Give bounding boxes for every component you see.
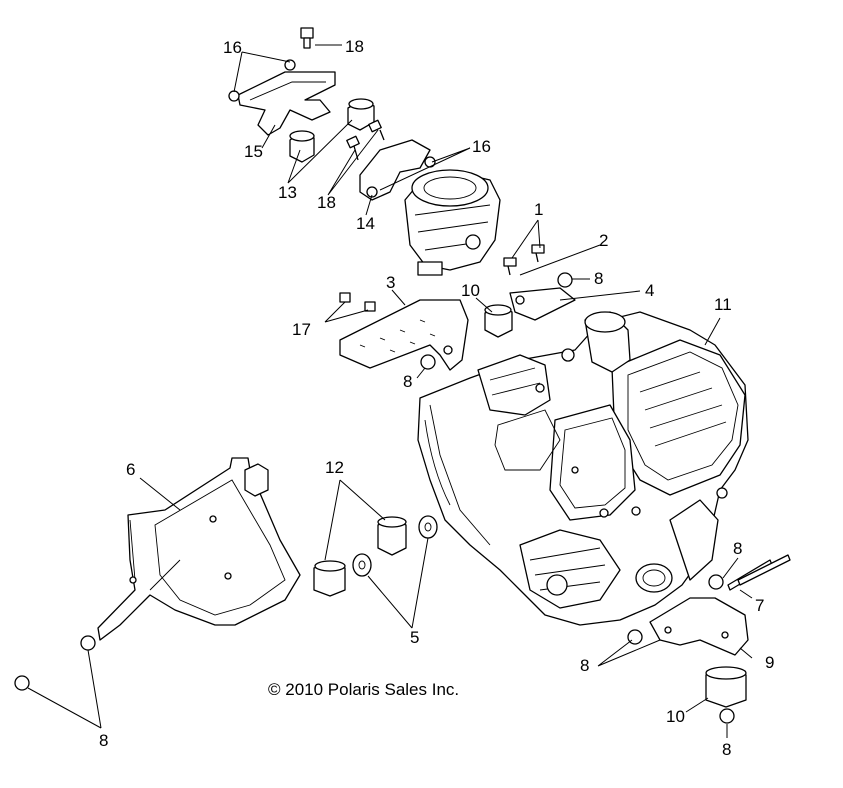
callout-label: 16	[472, 137, 491, 156]
callout-label: 12	[325, 458, 344, 477]
leader-lines	[27, 44, 753, 738]
nut-8-right-bottom	[719, 708, 735, 724]
callout-label: 10	[666, 707, 685, 726]
carburetor	[404, 169, 501, 276]
nut-8-left-far	[14, 675, 30, 691]
callout-label: 2	[599, 231, 608, 250]
callout-label: 16	[223, 38, 242, 57]
bushing-10-upper	[484, 304, 513, 338]
bushing-12-upper	[377, 516, 407, 556]
mount-bracket-9	[649, 597, 749, 656]
bushing-13-upper	[347, 98, 375, 131]
callout-label: 11	[714, 295, 732, 314]
callout-label: 10	[461, 281, 480, 300]
bushing-10-lower	[705, 666, 747, 708]
engine-assembly	[417, 311, 749, 626]
nut-8-left-mid	[80, 635, 96, 651]
washer-5-right	[418, 515, 438, 539]
bracket-3	[339, 292, 469, 371]
callout-label: 3	[386, 273, 395, 292]
bolts-7	[727, 554, 791, 591]
bolt-18-top	[300, 27, 314, 49]
callout-label: 5	[410, 628, 419, 647]
callout-label: 8	[722, 740, 731, 759]
washer-5-left	[352, 553, 372, 577]
bushing-12-lower	[313, 560, 346, 597]
callout-label: 14	[356, 214, 375, 233]
callout-label: 18	[317, 193, 336, 212]
upper-bracket	[228, 59, 336, 136]
callout-labels: 16 18 15 13 18 14 16 1 2 8 3 10 4 11 17 …	[99, 37, 774, 759]
callout-label: 6	[126, 460, 135, 479]
callout-label: 8	[403, 372, 412, 391]
callout-label: 4	[645, 281, 654, 300]
mount-bracket-6	[97, 457, 301, 641]
callout-label: 17	[292, 320, 311, 339]
nut-8-upper	[557, 272, 573, 288]
callout-label: 13	[278, 183, 297, 202]
callout-label: 18	[345, 37, 364, 56]
nut-8-right-upper	[708, 574, 724, 590]
bracket-4	[509, 287, 576, 321]
copyright-notice: © 2010 Polaris Sales Inc.	[268, 680, 459, 699]
nut-8-bracket-3	[420, 354, 436, 370]
callout-label: 15	[244, 142, 263, 161]
callout-label: 8	[99, 731, 108, 750]
callout-label: 8	[580, 656, 589, 675]
callout-label: 8	[733, 539, 742, 558]
callout-label: 9	[765, 653, 774, 672]
callout-label: 7	[755, 596, 764, 615]
bolts-1	[503, 244, 545, 276]
callout-label: 8	[594, 269, 603, 288]
bushing-13-lower	[289, 130, 315, 163]
callout-label: 1	[534, 200, 543, 219]
